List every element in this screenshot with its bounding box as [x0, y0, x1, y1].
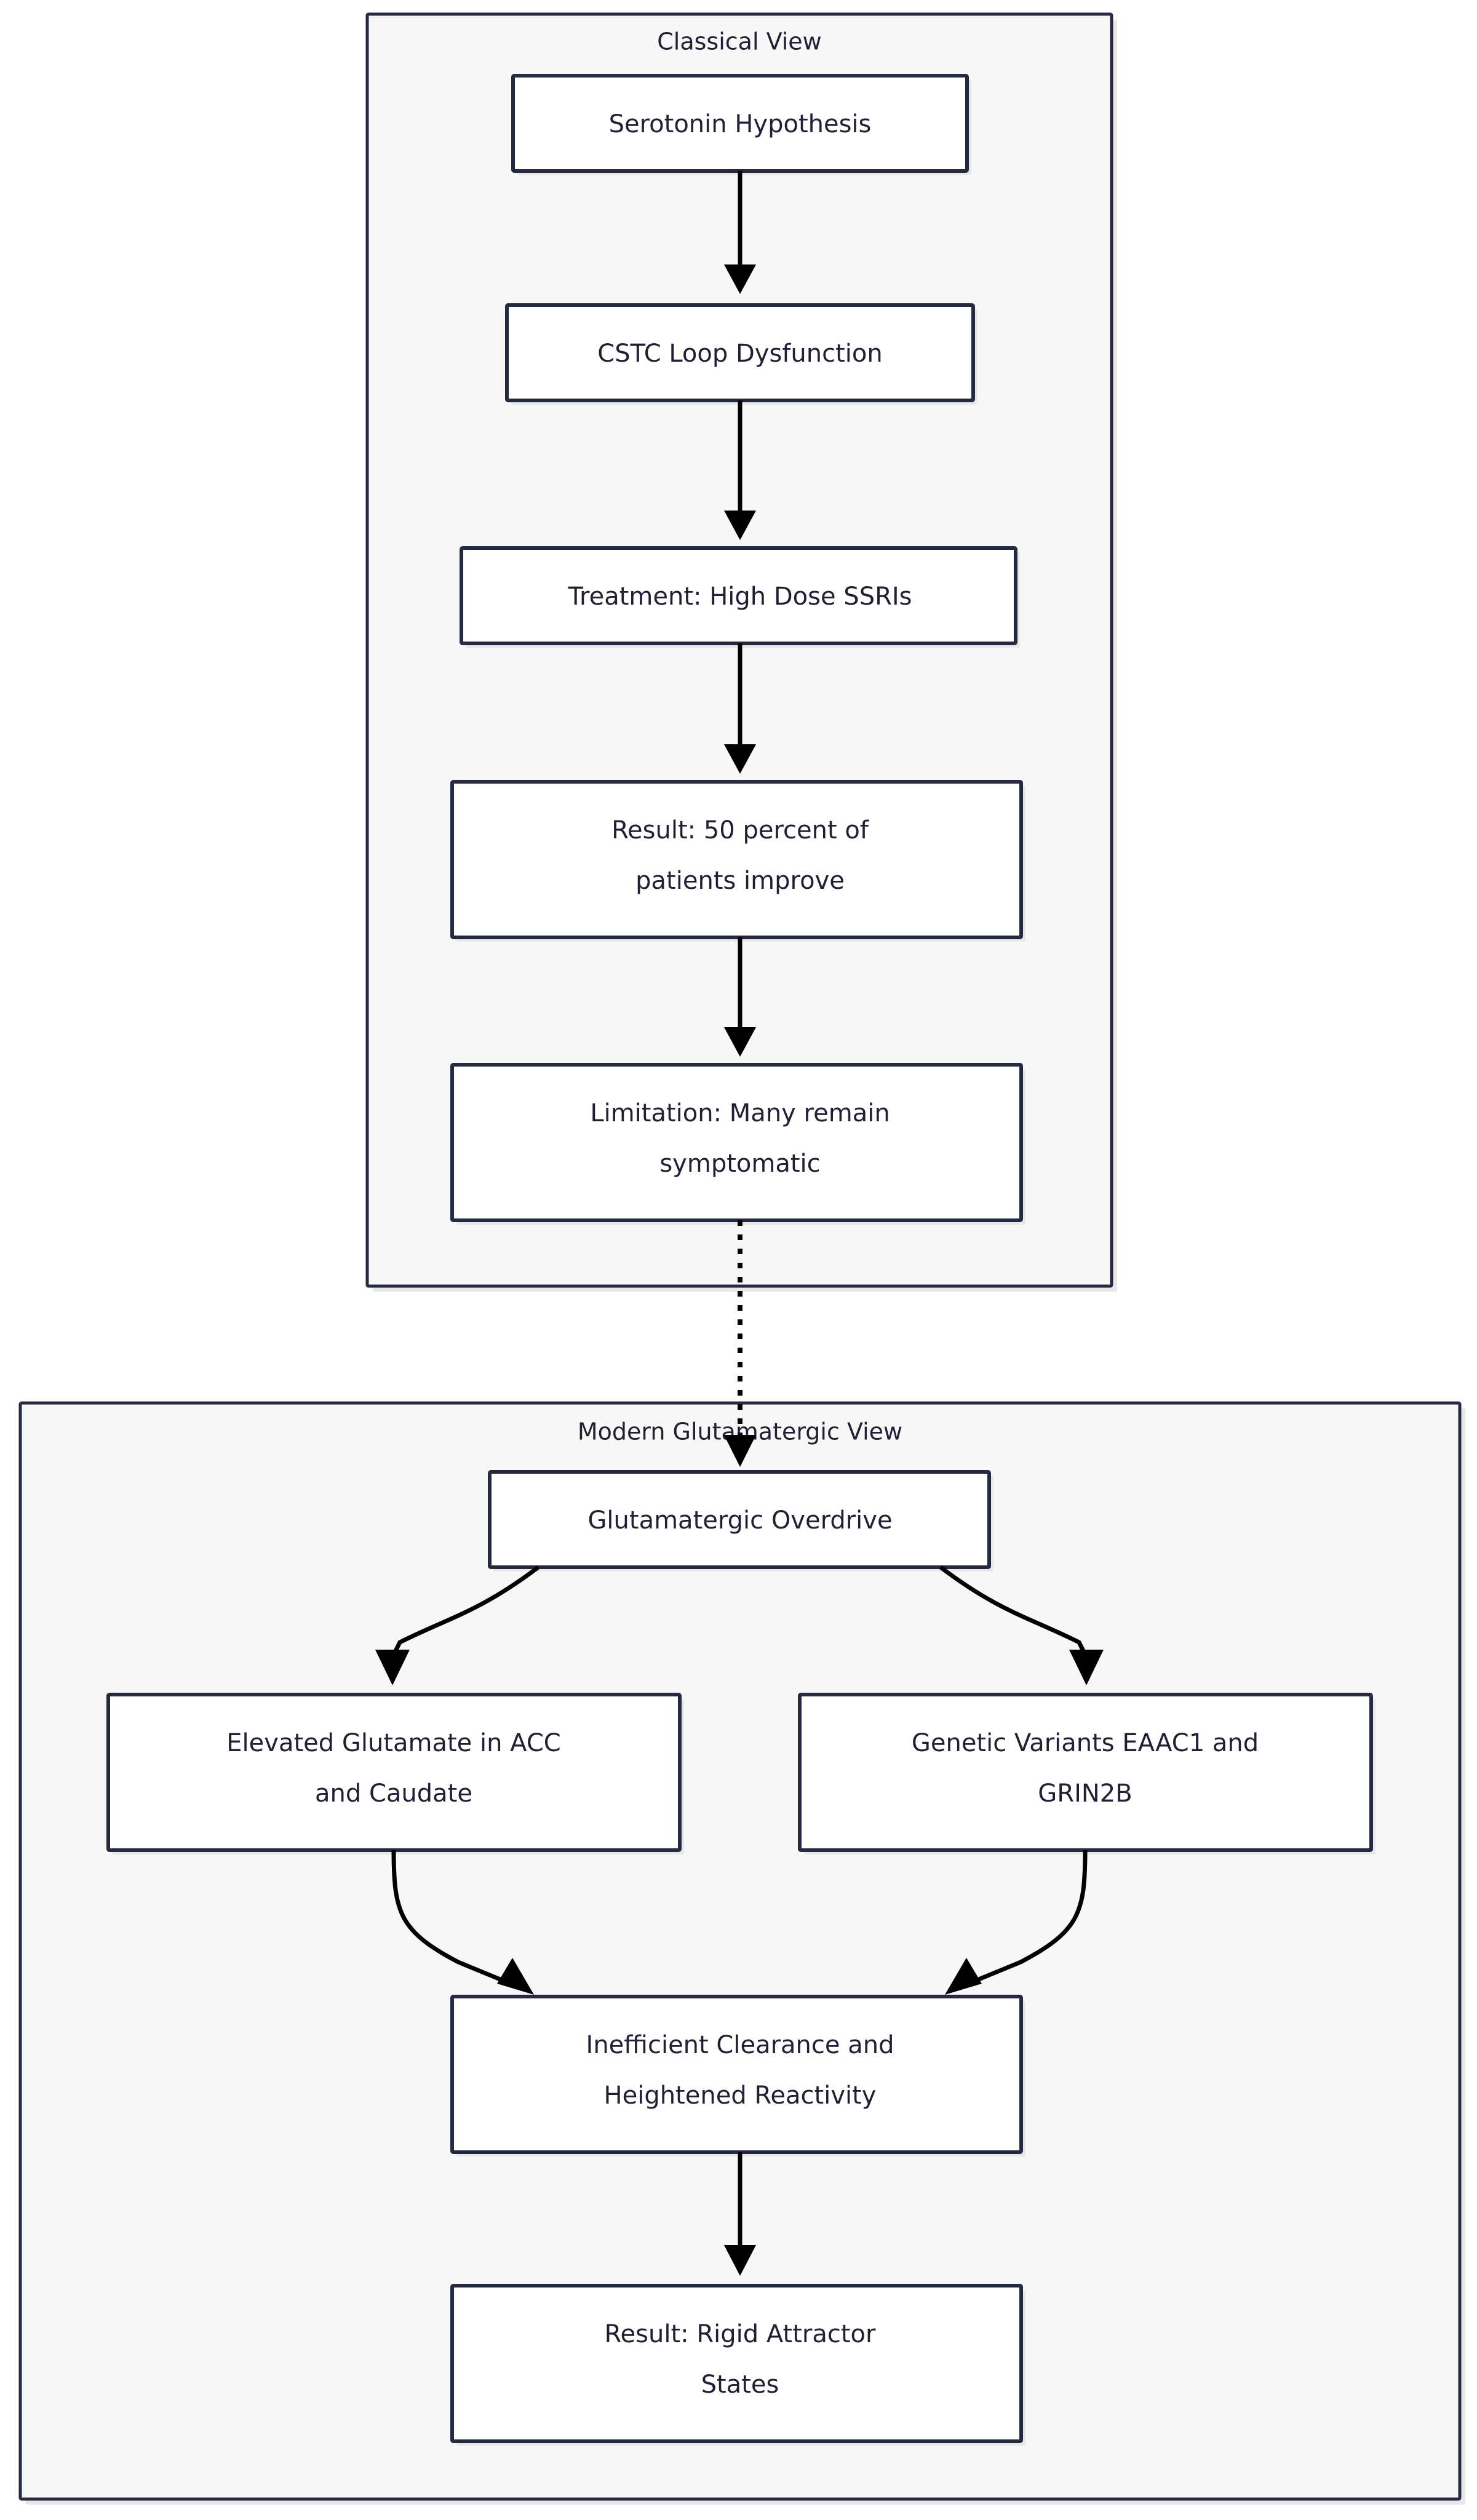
node-inefficient-clearance[interactable]: Inefficient Clearance and Heightened Rea… [450, 1995, 1025, 2156]
node-elevated-label-line2: and Caudate [315, 1779, 472, 1808]
edge-treatment-to-result-arrowhead [724, 744, 756, 774]
node-clearance-box[interactable] [450, 1995, 1023, 2154]
node-treatment-label: Treatment: High Dose SSRIs [567, 582, 912, 611]
edge-clearance-to-rigid [724, 2152, 756, 2276]
node-result50-box[interactable] [450, 780, 1023, 939]
node-limitation-label-line1: Limitation: Many remain [590, 1099, 890, 1127]
node-limitation-symptomatic[interactable]: Limitation: Many remain symptomatic [450, 1063, 1025, 1225]
node-serotonin-hypothesis[interactable]: Serotonin Hypothesis [511, 74, 971, 175]
node-genetic-label-line2: GRIN2B [1038, 1779, 1132, 1808]
subgraph-modern-glutamatergic-view: Modern Glutamatergic View [18, 1401, 1465, 2505]
node-genetic-variants[interactable]: Genetic Variants EAAC1 and GRIN2B [798, 1693, 1375, 1854]
node-result50-label-line1: Result: 50 percent of [611, 816, 869, 845]
node-genetic-label-line1: Genetic Variants EAAC1 and [912, 1729, 1259, 1757]
edge-result-to-limitation [724, 937, 756, 1057]
node-serotonin-label: Serotonin Hypothesis [609, 110, 872, 138]
edge-elevated-to-clearance [391, 1850, 534, 1995]
node-result50-label-line2: patients improve [635, 867, 845, 895]
edge-treatment-to-result [724, 643, 756, 774]
edge-result-to-limitation-arrowhead [724, 1027, 756, 1057]
edge-elevated-to-clearance-arrowhead [497, 1958, 534, 1995]
edge-genetic-to-clearance [945, 1850, 1088, 1995]
edge-genetic-to-clearance-arrowhead [945, 1958, 982, 1995]
edge-overdrive-to-elevated-line [391, 1565, 540, 1656]
edge-cstc-to-treatment [724, 400, 756, 540]
edge-serotonin-to-cstc [724, 171, 756, 294]
edge-limitation-to-overdrive-arrowhead [724, 1435, 756, 1467]
node-rigid-label-line2: States [701, 2371, 779, 2399]
node-clearance-label-line2: Heightened Reactivity [604, 2081, 877, 2110]
edge-overdrive-to-elevated [375, 1565, 540, 1685]
node-cstc-loop-dysfunction[interactable]: CSTC Loop Dysfunction [505, 303, 977, 405]
edge-clearance-to-rigid-arrowhead [724, 2245, 756, 2276]
edge-overdrive-to-genetic-arrowhead [1069, 1650, 1104, 1685]
node-genetic-box[interactable] [798, 1693, 1373, 1852]
edge-serotonin-to-cstc-arrowhead [724, 264, 756, 294]
edge-overdrive-to-genetic-line [939, 1565, 1088, 1656]
node-rigid-attractor-states[interactable]: Result: Rigid Attractor States [450, 2284, 1025, 2446]
node-limitation-label-line2: symptomatic [659, 1150, 820, 1178]
edge-overdrive-to-genetic [939, 1565, 1104, 1685]
subgraph-classical-title: Classical View [657, 28, 822, 55]
node-treatment-high-dose-ssris[interactable]: Treatment: High Dose SSRIs [460, 546, 1020, 648]
edge-genetic-to-clearance-line [967, 1850, 1088, 1986]
node-overdrive-label: Glutamatergic Overdrive [587, 1506, 892, 1535]
subgraph-modern-border [18, 1401, 1462, 2501]
node-elevated-box[interactable] [106, 1693, 682, 1852]
edge-cstc-to-treatment-arrowhead [724, 511, 756, 540]
node-clearance-label-line1: Inefficient Clearance and [586, 2031, 894, 2059]
edge-overdrive-to-elevated-arrowhead [375, 1650, 410, 1685]
node-elevated-glutamate[interactable]: Elevated Glutamate in ACC and Caudate [106, 1693, 684, 1854]
node-elevated-label-line1: Elevated Glutamate in ACC [226, 1729, 560, 1757]
node-glutamatergic-overdrive[interactable]: Glutamatergic Overdrive [488, 1470, 993, 1572]
node-limitation-box[interactable] [450, 1063, 1023, 1222]
node-overdrive-box[interactable] [488, 1470, 991, 1569]
edge-elevated-to-clearance-line [391, 1850, 512, 1986]
node-rigid-box[interactable] [450, 2284, 1023, 2443]
node-result-fifty-percent[interactable]: Result: 50 percent of patients improve [450, 780, 1025, 942]
node-rigid-label-line1: Result: Rigid Attractor [605, 2320, 876, 2348]
edge-limitation-to-overdrive [724, 1220, 756, 1467]
node-cstc-label: CSTC Loop Dysfunction [597, 340, 882, 368]
